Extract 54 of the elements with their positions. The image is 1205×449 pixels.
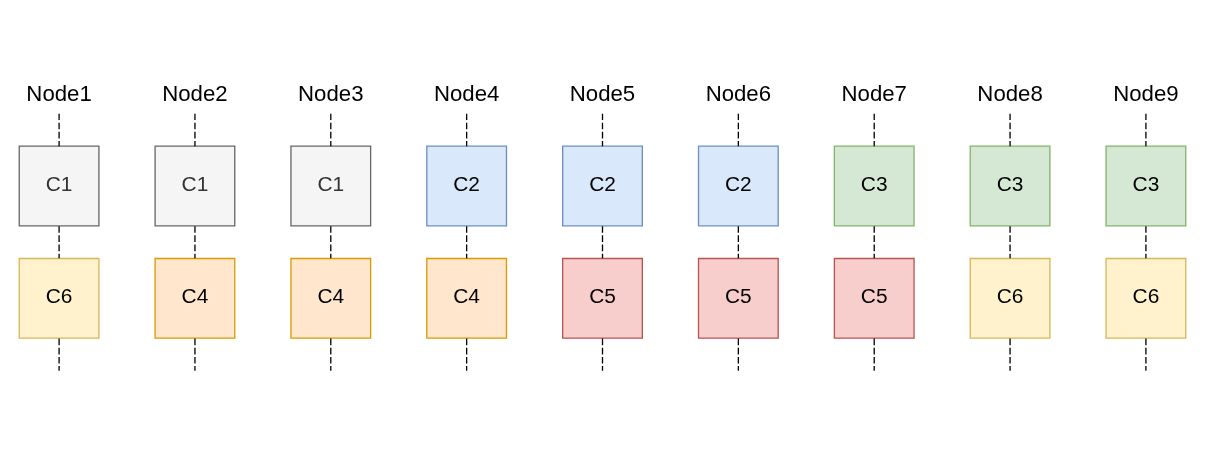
connector bbox=[1145, 112, 1147, 147]
connector bbox=[1009, 112, 1011, 147]
node-box: C3 bbox=[1105, 145, 1187, 226]
node-box: C5 bbox=[562, 257, 643, 339]
node-text: Node1 bbox=[26, 80, 92, 106]
connector bbox=[737, 337, 739, 371]
node-box: C1 bbox=[290, 145, 372, 226]
connector bbox=[466, 225, 468, 259]
connector bbox=[873, 225, 875, 259]
connector bbox=[601, 225, 604, 259]
node-text: Node2 bbox=[162, 80, 228, 106]
connector bbox=[194, 337, 196, 371]
node-box: C1 bbox=[154, 145, 236, 226]
node-box: C4 bbox=[290, 257, 372, 339]
node-box: C1 bbox=[18, 145, 100, 226]
connector bbox=[466, 112, 468, 147]
node-text: Node7 bbox=[841, 80, 907, 106]
node-box: C4 bbox=[426, 257, 508, 339]
node-text: Node3 bbox=[298, 80, 364, 106]
connector bbox=[194, 225, 196, 259]
connector bbox=[58, 112, 60, 147]
connector bbox=[601, 337, 604, 371]
connector bbox=[330, 112, 332, 147]
node-text: Node6 bbox=[705, 80, 772, 106]
connector bbox=[194, 112, 196, 147]
connector bbox=[873, 112, 875, 147]
node-box: C3 bbox=[833, 145, 915, 226]
connector bbox=[58, 337, 60, 371]
node-box: C5 bbox=[833, 257, 915, 339]
connector bbox=[737, 225, 739, 259]
connector bbox=[58, 225, 60, 259]
node-box: C6 bbox=[969, 257, 1051, 339]
node-box: C4 bbox=[154, 257, 236, 339]
node-text: Node5 bbox=[569, 80, 636, 106]
node-text: Node9 bbox=[1113, 80, 1179, 106]
node-box: C2 bbox=[697, 145, 779, 226]
connector bbox=[601, 112, 604, 147]
node-text: Node4 bbox=[433, 80, 500, 106]
connector bbox=[873, 337, 875, 371]
node-box: C5 bbox=[697, 257, 779, 339]
node-box: C6 bbox=[18, 257, 100, 339]
node-box: C6 bbox=[1105, 257, 1187, 339]
connector bbox=[1009, 225, 1011, 259]
node-box: C2 bbox=[562, 145, 643, 226]
node-box: C2 bbox=[426, 145, 508, 226]
connector bbox=[330, 337, 332, 371]
connector bbox=[737, 112, 739, 147]
connector bbox=[1145, 225, 1147, 259]
connector bbox=[1145, 337, 1147, 371]
connector bbox=[330, 225, 332, 259]
connector bbox=[466, 337, 468, 371]
node-text: Node8 bbox=[977, 80, 1043, 106]
node-box: C3 bbox=[969, 145, 1051, 226]
connector bbox=[1009, 337, 1011, 371]
